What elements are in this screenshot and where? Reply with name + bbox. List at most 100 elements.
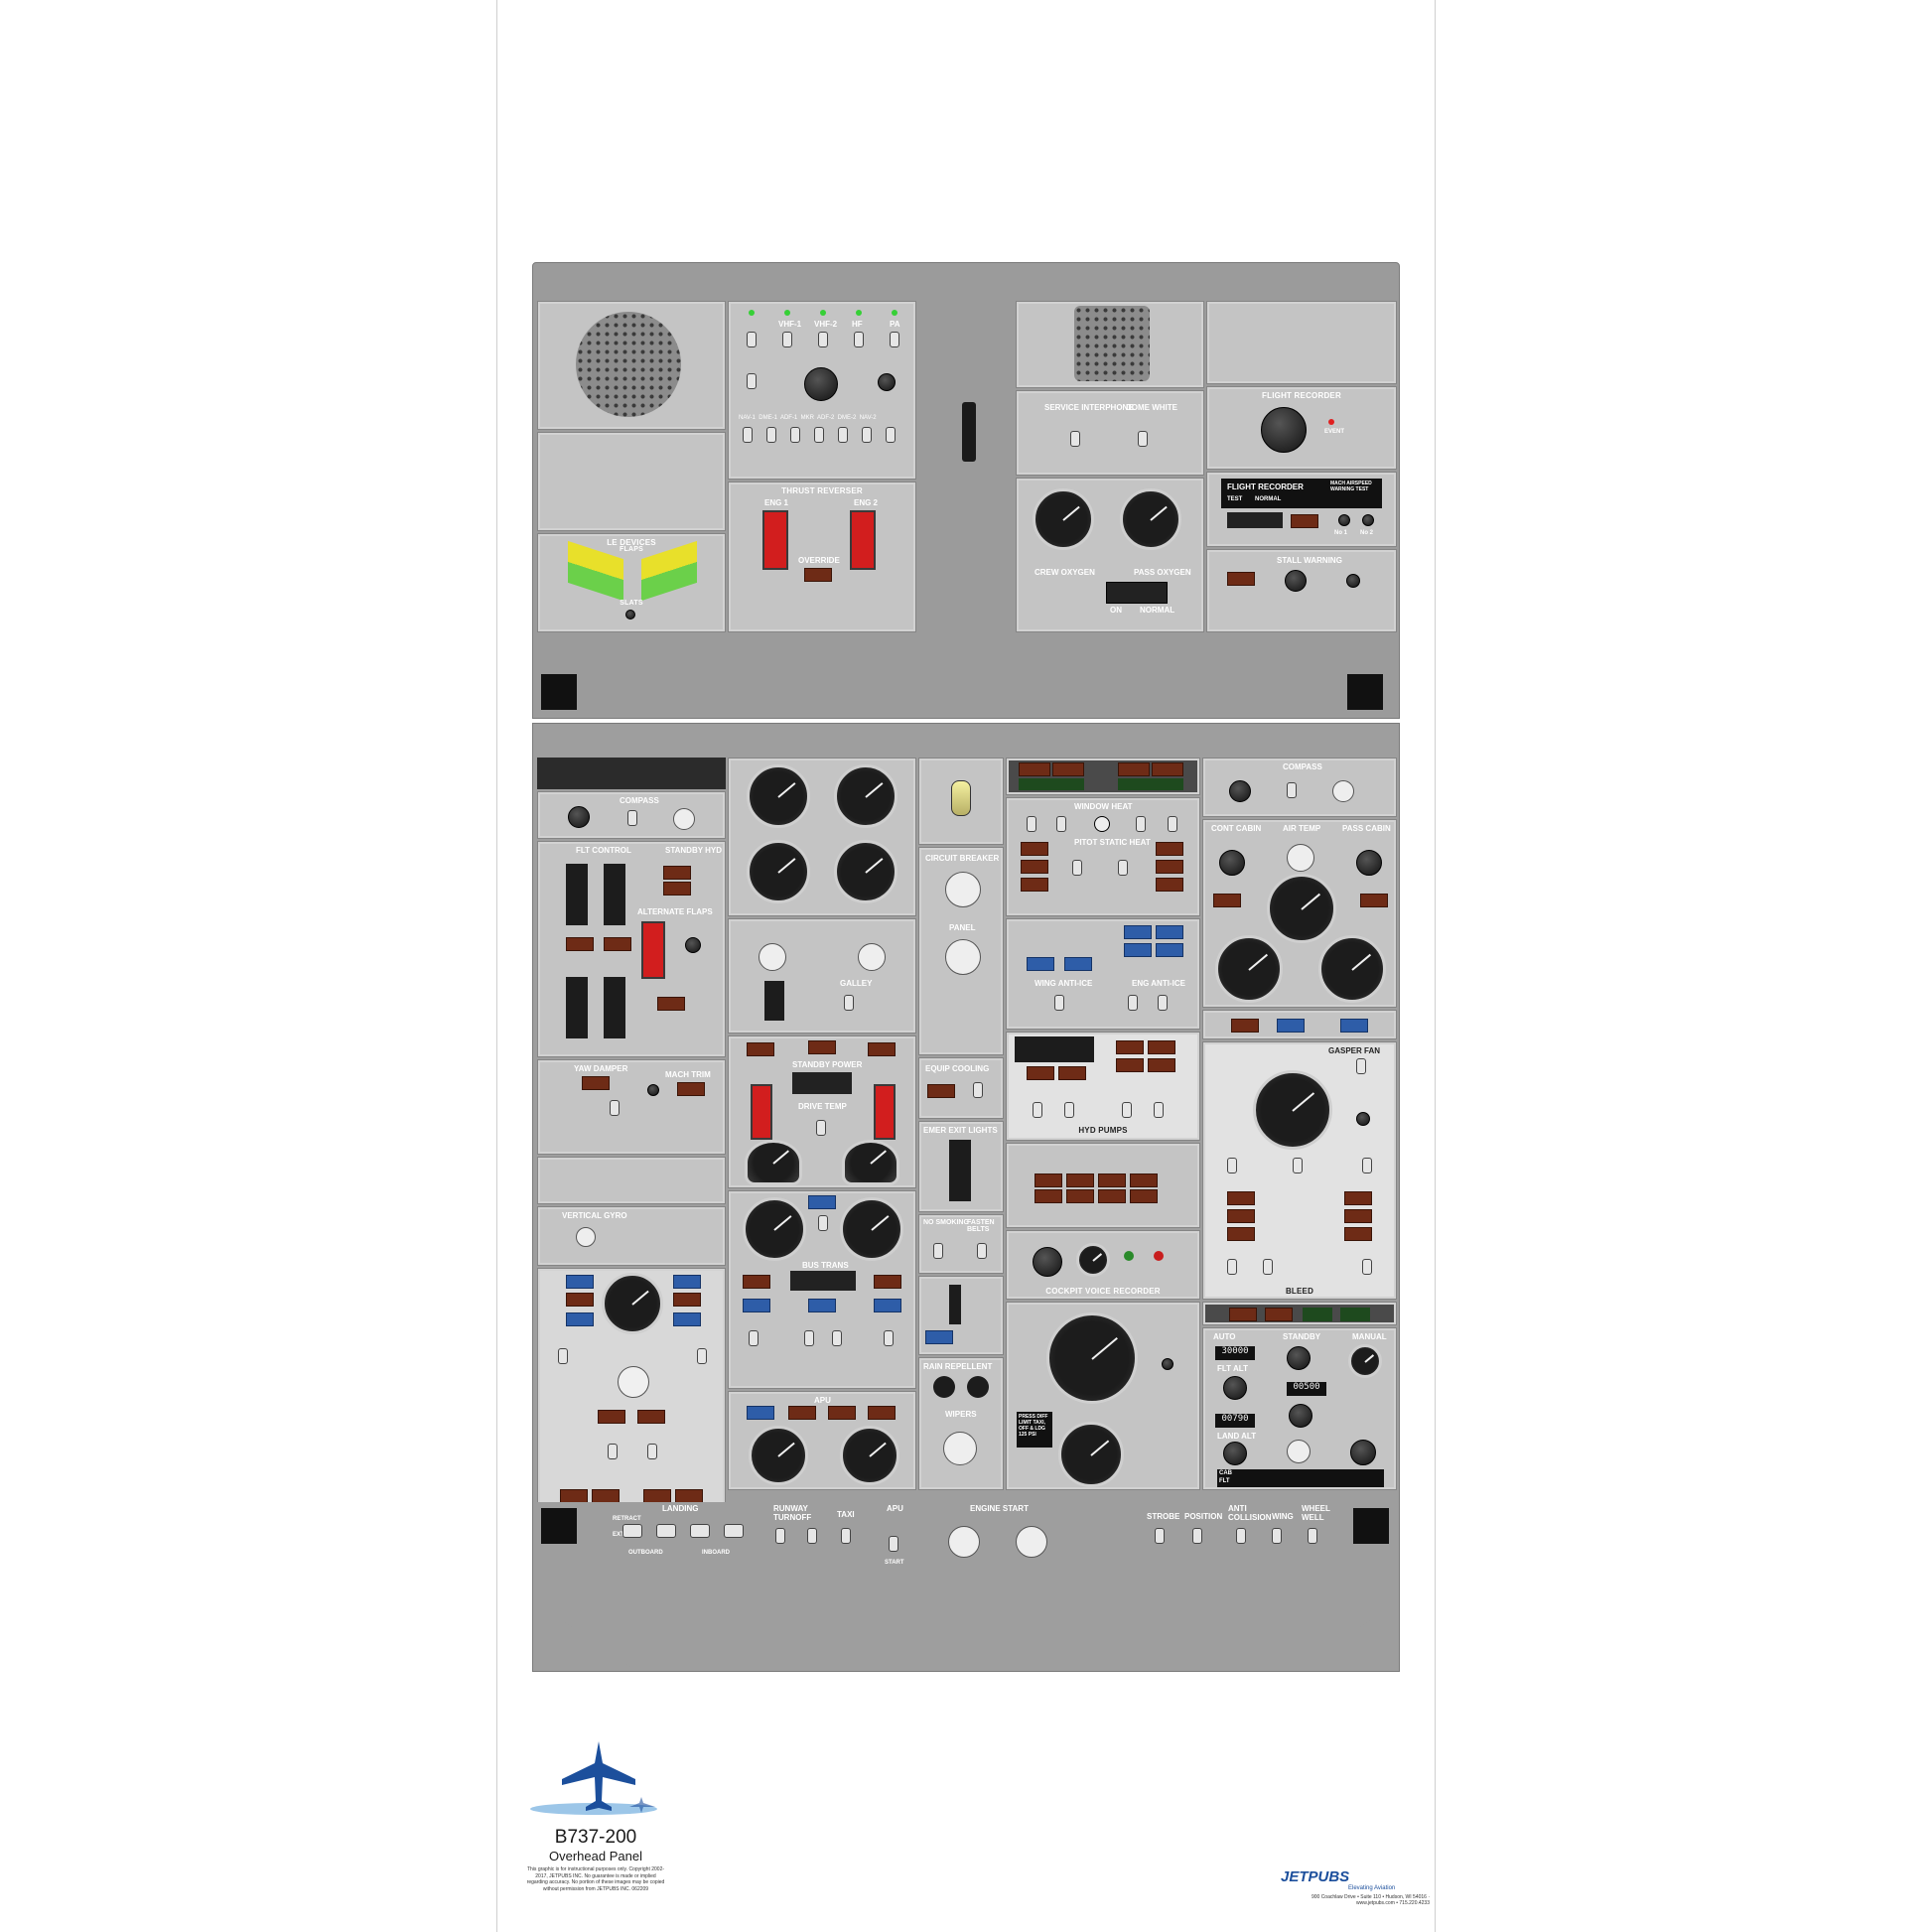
manual-control-knob[interactable] — [1350, 1440, 1376, 1465]
mach-test-button-1[interactable] — [1338, 514, 1350, 526]
set-hdg-knob[interactable] — [1332, 780, 1354, 802]
cvr-erase-button[interactable] — [1154, 1251, 1164, 1261]
apu-gen-toggle[interactable] — [832, 1330, 842, 1346]
land-alt-knob[interactable] — [1223, 1442, 1247, 1465]
le-test-button[interactable] — [625, 610, 635, 620]
ctr-pump-toggle[interactable] — [647, 1444, 657, 1459]
ac-meter-selector-knob[interactable] — [858, 943, 886, 971]
air-mix-valve-knob[interactable] — [1356, 850, 1382, 876]
landing-light-switch[interactable] — [690, 1524, 710, 1538]
hyd-pump-toggle[interactable] — [1154, 1102, 1164, 1118]
apu-start-switch[interactable] — [889, 1536, 898, 1552]
audio-toggle-hf[interactable] — [854, 332, 864, 347]
rain-repellent-button[interactable] — [967, 1376, 989, 1398]
apu-bleed-toggle[interactable] — [1263, 1259, 1273, 1275]
window-heat-toggle[interactable] — [1168, 816, 1177, 832]
flight-recorder-dial[interactable] — [1261, 407, 1307, 453]
galley-toggle[interactable] — [844, 995, 854, 1011]
mach-test-button-2[interactable] — [1362, 514, 1374, 526]
spoiler-b-guard[interactable] — [604, 977, 625, 1038]
audio-toggle[interactable] — [747, 332, 757, 347]
fuel-heat-toggle[interactable] — [697, 1348, 707, 1364]
trip-reset-button[interactable] — [1356, 1112, 1370, 1126]
nav-toggle[interactable] — [790, 427, 800, 443]
gasper-fan-toggle[interactable] — [1356, 1058, 1366, 1074]
alternate-flaps-guard[interactable] — [641, 921, 665, 979]
wing-light-toggle[interactable] — [1272, 1528, 1282, 1544]
bleed-toggle[interactable] — [1362, 1259, 1372, 1275]
drive-disconnect-guard[interactable] — [874, 1084, 896, 1140]
pitot-heat-toggle[interactable] — [1072, 860, 1082, 876]
nav-toggle[interactable] — [766, 427, 776, 443]
dc-meter-selector-knob[interactable] — [759, 943, 786, 971]
no-smoking-toggle[interactable] — [933, 1243, 943, 1259]
apu-gen-toggle[interactable] — [804, 1330, 814, 1346]
stall-warning-selector[interactable] — [1285, 570, 1307, 592]
panel-light-knob[interactable] — [945, 939, 981, 975]
drive-disconnect-guard[interactable] — [751, 1084, 772, 1140]
audio-selector-knob[interactable] — [804, 367, 838, 401]
eng2-reverser-guard[interactable] — [850, 510, 876, 570]
pitot-heat-toggle[interactable] — [1118, 860, 1128, 876]
wing-anti-ice-toggle[interactable] — [1054, 995, 1064, 1011]
runway-turnoff-toggle[interactable] — [775, 1528, 785, 1544]
emer-exit-lights-guard[interactable] — [949, 1140, 971, 1201]
landing-light-switch[interactable] — [656, 1524, 676, 1538]
mach-trim-test-button[interactable] — [647, 1084, 659, 1096]
engine-start-knob[interactable] — [1016, 1526, 1047, 1558]
center-handle-icon[interactable] — [962, 402, 976, 462]
air-temp-selector-knob[interactable] — [1287, 844, 1314, 872]
service-interphone-toggle[interactable] — [1070, 431, 1080, 447]
pass-oxygen-switch[interactable] — [1106, 582, 1168, 604]
compass-toggle[interactable] — [1287, 782, 1297, 798]
flt-control-b-guard[interactable] — [604, 864, 625, 925]
bus-transfer-switch[interactable] — [790, 1271, 856, 1291]
air-mix-valve-knob[interactable] — [1219, 850, 1245, 876]
nav-toggle[interactable] — [838, 427, 848, 443]
hyd-pump-toggle[interactable] — [1064, 1102, 1074, 1118]
cabin-alt-knob[interactable] — [1289, 1404, 1312, 1428]
compass-knob[interactable] — [1229, 780, 1251, 802]
landing-light-switch[interactable] — [622, 1524, 642, 1538]
pwr-test-switch[interactable] — [1094, 816, 1110, 832]
strobe-toggle[interactable] — [1155, 1528, 1165, 1544]
compass-toggle[interactable] — [627, 810, 637, 826]
pressurization-mode-selector[interactable] — [1287, 1440, 1311, 1463]
window-heat-toggle[interactable] — [1056, 816, 1066, 832]
bleed-toggle[interactable] — [1227, 1259, 1237, 1275]
boom-toggle[interactable] — [747, 373, 757, 389]
equip-cooling-toggle[interactable] — [973, 1082, 983, 1098]
grd-power-toggle[interactable] — [818, 1215, 828, 1231]
eng-anti-ice-toggle[interactable] — [1158, 995, 1168, 1011]
crossfeed-knob[interactable] — [618, 1366, 649, 1398]
voice-range-knob[interactable] — [878, 373, 896, 391]
nav-toggle[interactable] — [814, 427, 824, 443]
eng1-reverser-guard[interactable] — [762, 510, 788, 570]
set-hdg-knob[interactable] — [673, 808, 695, 830]
anti-collision-toggle[interactable] — [1236, 1528, 1246, 1544]
gen2-toggle[interactable] — [884, 1330, 894, 1346]
standby-rate-knob[interactable] — [1287, 1346, 1311, 1370]
fasten-belts-toggle[interactable] — [977, 1243, 987, 1259]
position-toggle[interactable] — [1192, 1528, 1202, 1544]
fuel-heat-toggle[interactable] — [558, 1348, 568, 1364]
compass-knob[interactable] — [568, 806, 590, 828]
alt-horn-cutout-button[interactable] — [1162, 1358, 1173, 1370]
runway-turnoff-toggle[interactable] — [807, 1528, 817, 1544]
spoiler-a-guard[interactable] — [566, 977, 588, 1038]
drive-temp-toggle[interactable] — [816, 1120, 826, 1136]
flt-control-a-guard[interactable] — [566, 864, 588, 925]
cont-cabin-temp-selector[interactable] — [1215, 935, 1283, 1003]
nav-toggle[interactable] — [862, 427, 872, 443]
rain-repellent-button[interactable] — [933, 1376, 955, 1398]
engine-start-knob[interactable] — [948, 1526, 980, 1558]
pass-cabin-temp-selector[interactable] — [1318, 935, 1386, 1003]
nav-toggle[interactable] — [743, 427, 753, 443]
audio-toggle-pa[interactable] — [890, 332, 899, 347]
pack-toggle[interactable] — [1227, 1158, 1237, 1173]
eng-anti-ice-toggle[interactable] — [1128, 995, 1138, 1011]
hyd-pump-toggle[interactable] — [1033, 1102, 1042, 1118]
flt-alt-knob[interactable] — [1223, 1376, 1247, 1400]
stall-test-button[interactable] — [1346, 574, 1360, 588]
yaw-damper-toggle[interactable] — [610, 1100, 620, 1116]
